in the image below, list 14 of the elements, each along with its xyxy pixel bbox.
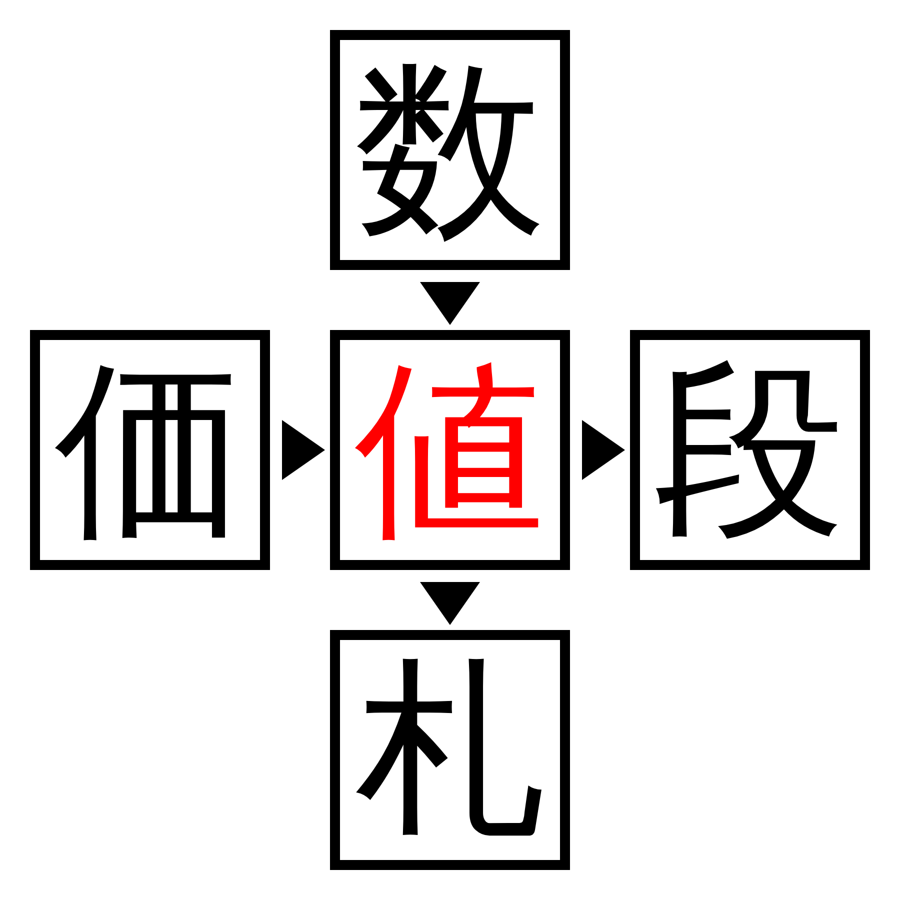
character-label: 数: [355, 55, 545, 245]
character-box: [30, 330, 270, 570]
character-label: 価: [55, 355, 245, 545]
arrow: [420, 282, 480, 325]
character-label: 札: [355, 655, 545, 845]
arrow: [582, 420, 625, 480]
character-box: [330, 30, 570, 270]
arrow: [282, 420, 325, 480]
character-label: 段: [655, 355, 845, 545]
arrow: [420, 582, 480, 625]
character-box: [330, 330, 570, 570]
character-label: 値: [355, 355, 545, 545]
character-box: [330, 630, 570, 870]
character-box: [630, 330, 870, 570]
